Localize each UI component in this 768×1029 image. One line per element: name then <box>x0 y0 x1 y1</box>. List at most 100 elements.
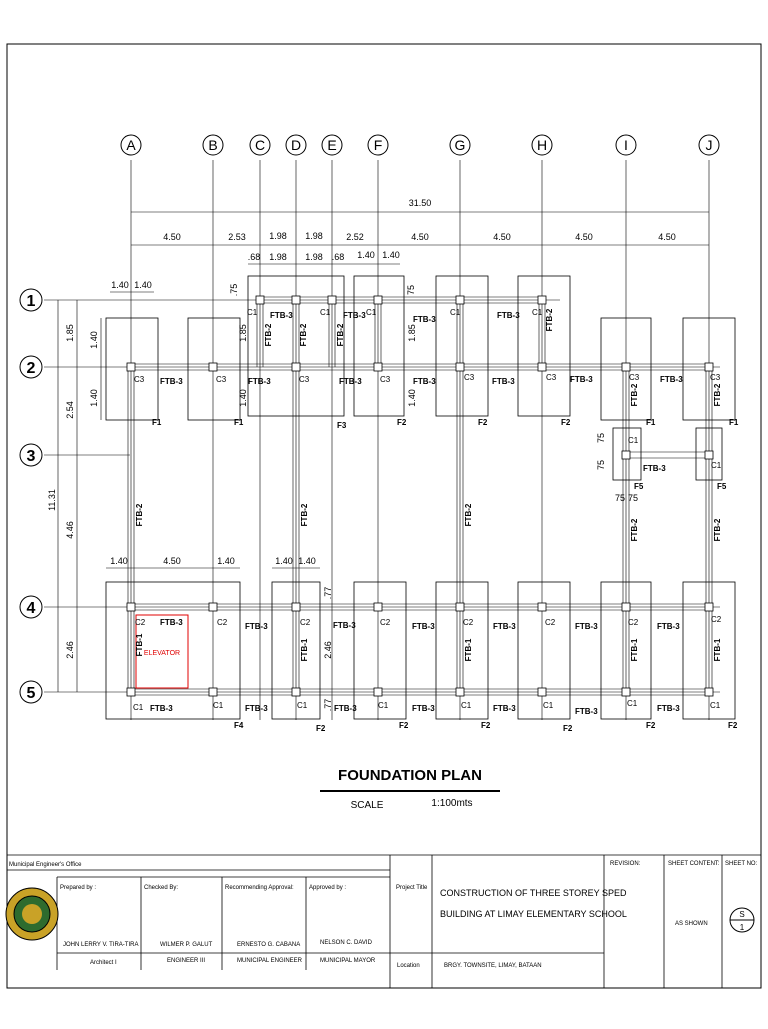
svg-text:1.40: 1.40 <box>357 250 375 260</box>
svg-text:FTB-2: FTB-2 <box>630 383 639 406</box>
svg-text:2.46: 2.46 <box>323 641 333 659</box>
svg-text:C1: C1 <box>133 703 144 712</box>
svg-text:C3: C3 <box>134 375 145 384</box>
left-dimension-texts: 11.31 1.85 2.54 4.46 2.46 1.40 1.40 1.85… <box>47 284 417 659</box>
svg-text:1.40: 1.40 <box>89 331 99 349</box>
svg-text:4.50: 4.50 <box>163 556 181 566</box>
svg-text:FTB-3: FTB-3 <box>657 622 680 631</box>
svg-text:MUNICIPAL MAYOR: MUNICIPAL MAYOR <box>320 958 376 964</box>
svg-text:FTB-3: FTB-3 <box>570 375 593 384</box>
svg-text:4.50: 4.50 <box>163 232 181 242</box>
ftb-vertical-labels: FTB-2 FTB-2 FTB-2 FTB-2 FTB-2 FTB-2 FTB-… <box>135 308 722 661</box>
svg-text:FTB-1: FTB-1 <box>300 638 309 661</box>
sheet-border <box>6 43 762 989</box>
svg-text:C1: C1 <box>297 701 308 710</box>
svg-text:FTB-2: FTB-2 <box>135 503 144 526</box>
svg-text:BUILDING AT LIMAY ELEMENTARY S: BUILDING AT LIMAY ELEMENTARY SCHOOL <box>440 909 627 919</box>
svg-text:NELSON C. DAVID: NELSON C. DAVID <box>320 940 373 946</box>
svg-text:FTB-3: FTB-3 <box>245 704 268 713</box>
svg-text:C1: C1 <box>627 699 638 708</box>
svg-text:FTB-2: FTB-2 <box>630 518 639 541</box>
svg-text:C3: C3 <box>629 373 640 382</box>
svg-text:F5: F5 <box>717 482 727 491</box>
svg-text:C1: C1 <box>543 701 554 710</box>
svg-text:FTB-3: FTB-3 <box>497 311 520 320</box>
upper-footings <box>105 275 736 481</box>
svg-text:J: J <box>706 137 713 153</box>
svg-text:FTB-3: FTB-3 <box>575 622 598 631</box>
svg-text:FTB-2: FTB-2 <box>713 518 722 541</box>
svg-text:C1: C1 <box>320 308 331 317</box>
elevator-label: ELEVATOR <box>144 650 180 657</box>
svg-text:FTB-3: FTB-3 <box>150 704 173 713</box>
svg-text:75: 75 <box>596 460 606 470</box>
svg-text:REVISION:: REVISION: <box>610 861 641 867</box>
svg-text:C1: C1 <box>628 436 639 445</box>
svg-text:.68: .68 <box>248 252 261 262</box>
svg-text:B: B <box>208 137 217 153</box>
svg-text:C2: C2 <box>628 618 639 627</box>
project-title: CONSTRUCTION OF THREE STOREY SPED BUILDI… <box>440 888 627 919</box>
svg-text:1.85: 1.85 <box>407 324 417 342</box>
svg-text:.77: .77 <box>323 699 333 712</box>
svg-text:Project Title: Project Title <box>396 885 428 891</box>
lower-footings <box>105 581 736 720</box>
svg-text:1.98: 1.98 <box>269 231 287 241</box>
svg-text:Approved by :: Approved by : <box>309 885 346 891</box>
svg-text:FTB-3: FTB-3 <box>413 315 436 324</box>
svg-text:FTB-2: FTB-2 <box>545 308 554 331</box>
svg-text:5: 5 <box>27 685 36 702</box>
svg-text:F2: F2 <box>478 418 488 427</box>
svg-text:C1: C1 <box>366 308 377 317</box>
svg-text:FTB-1: FTB-1 <box>135 633 144 656</box>
svg-text:FTB-3: FTB-3 <box>575 707 598 716</box>
elevator-box <box>135 614 189 689</box>
svg-text:75: 75 <box>615 493 625 503</box>
svg-text:FTB-1: FTB-1 <box>464 638 473 661</box>
svg-text:F2: F2 <box>316 724 326 733</box>
svg-text:.75: .75 <box>229 284 239 297</box>
svg-text:4.50: 4.50 <box>411 232 429 242</box>
svg-text:FTB-3: FTB-3 <box>334 704 357 713</box>
svg-text:2.53: 2.53 <box>228 232 246 242</box>
svg-text:C3: C3 <box>710 373 721 382</box>
svg-text:C1: C1 <box>247 308 258 317</box>
title-block-frame <box>7 854 761 988</box>
svg-text:MUNICIPAL ENGINEER: MUNICIPAL ENGINEER <box>237 958 303 964</box>
svg-text:FTB-2: FTB-2 <box>336 323 345 346</box>
svg-text:FTB-3: FTB-3 <box>492 377 515 386</box>
svg-text:2.46: 2.46 <box>65 641 75 659</box>
svg-text:FTB-3: FTB-3 <box>160 377 183 386</box>
svg-text:1.40: 1.40 <box>407 389 417 407</box>
svg-text:A: A <box>126 137 136 153</box>
column-bubble-i: I <box>615 134 637 156</box>
svg-text:FTB-2: FTB-2 <box>299 323 308 346</box>
svg-text:F2: F2 <box>563 724 573 733</box>
row-bubble-3: 3 <box>19 443 43 467</box>
svg-text:ERNESTO G. CABANA: ERNESTO G. CABANA <box>237 942 300 948</box>
svg-text:4.50: 4.50 <box>493 232 511 242</box>
svg-text:C3: C3 <box>380 375 391 384</box>
svg-text:1: 1 <box>27 293 36 310</box>
svg-text:FTB-3: FTB-3 <box>245 622 268 631</box>
svg-text:FTB-1: FTB-1 <box>630 638 639 661</box>
svg-text:75: 75 <box>406 285 416 295</box>
svg-text:SHEET NO:: SHEET NO: <box>725 861 758 867</box>
svg-text:C2: C2 <box>217 618 228 627</box>
svg-text:1.98: 1.98 <box>269 252 287 262</box>
svg-text:F2: F2 <box>728 721 738 730</box>
svg-text:FTB-2: FTB-2 <box>713 383 722 406</box>
svg-text:S: S <box>739 910 744 919</box>
svg-text:4.50: 4.50 <box>575 232 593 242</box>
column-bubble-b: B <box>202 134 224 156</box>
svg-text:Architect I: Architect I <box>90 960 117 966</box>
svg-text:G: G <box>455 137 466 153</box>
column-bubble-g: G <box>449 134 471 156</box>
svg-text:4: 4 <box>27 600 36 617</box>
vertical-grid-lines <box>130 160 710 720</box>
municipal-seal <box>5 887 59 941</box>
svg-text:3: 3 <box>27 448 36 465</box>
svg-text:FTB-3: FTB-3 <box>160 618 183 627</box>
